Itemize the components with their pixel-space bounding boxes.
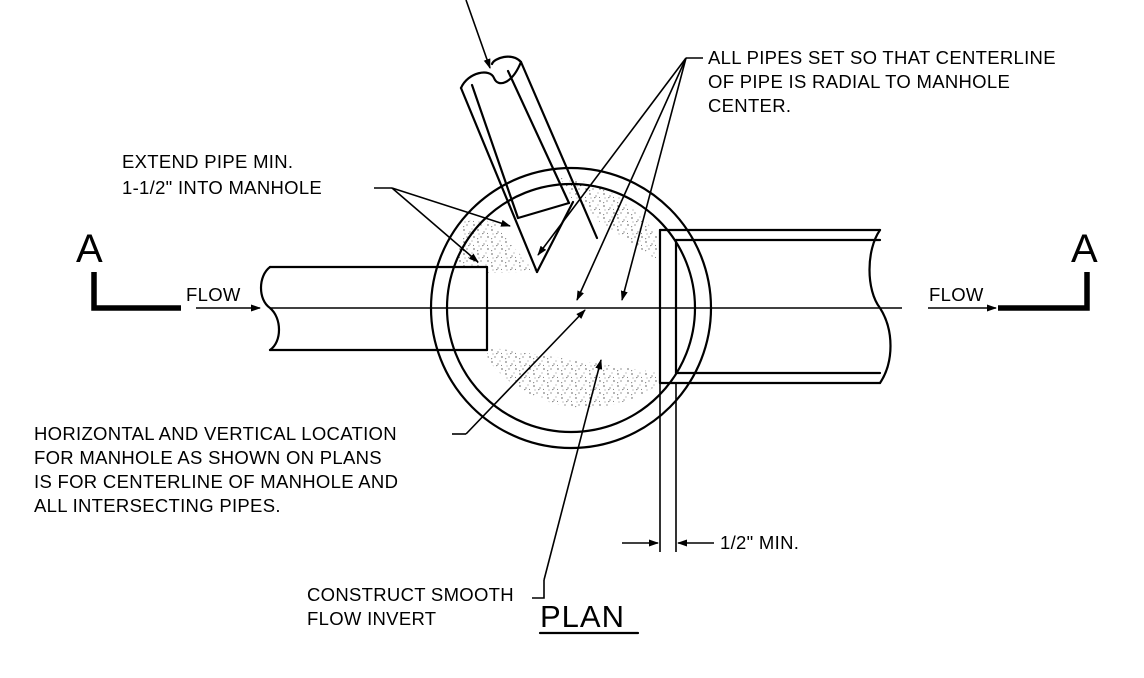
upper-pipe-end xyxy=(516,201,571,220)
flow-invert-lower xyxy=(487,347,660,408)
section-marker-left: A xyxy=(76,227,181,311)
flow-label-right: FLOW xyxy=(929,284,984,305)
right-outlet-pipe xyxy=(658,228,892,385)
invert-note-leader xyxy=(532,359,603,599)
section-label-right: A xyxy=(1071,227,1098,271)
benching-upper xyxy=(560,177,660,262)
upper-flow-arrow xyxy=(465,0,491,69)
invert-note: CONSTRUCT SMOOTH FLOW INVERT xyxy=(307,584,519,629)
benching-left xyxy=(458,220,537,273)
location-note-leader xyxy=(452,309,586,435)
section-marker-right: A xyxy=(998,227,1098,311)
left-pipe-break xyxy=(259,265,281,352)
min-gap-dimension: 1/2" MIN. xyxy=(622,383,799,553)
section-label-left: A xyxy=(76,227,103,271)
radial-note: ALL PIPES SET SO THAT CENTERLINE OF PIPE… xyxy=(708,47,1061,116)
flow-label-left: FLOW xyxy=(186,284,241,305)
min-gap-label: 1/2" MIN. xyxy=(720,532,799,553)
right-pipe-break xyxy=(868,228,892,385)
extend-note-leaders xyxy=(374,187,511,263)
left-inlet-pipe xyxy=(259,265,489,352)
extend-pipe-note: EXTEND PIPE MIN. 1-1/2" INTO MANHOLE xyxy=(122,151,322,198)
location-note: HORIZONTAL AND VERTICAL LOCATION FOR MAN… xyxy=(34,423,404,516)
grout-fill xyxy=(458,177,660,408)
upper-pipe-break xyxy=(459,55,523,90)
upper-inlet-pipe xyxy=(459,55,599,274)
radial-note-leaders xyxy=(537,57,703,301)
drawing-title: PLAN xyxy=(540,599,625,634)
